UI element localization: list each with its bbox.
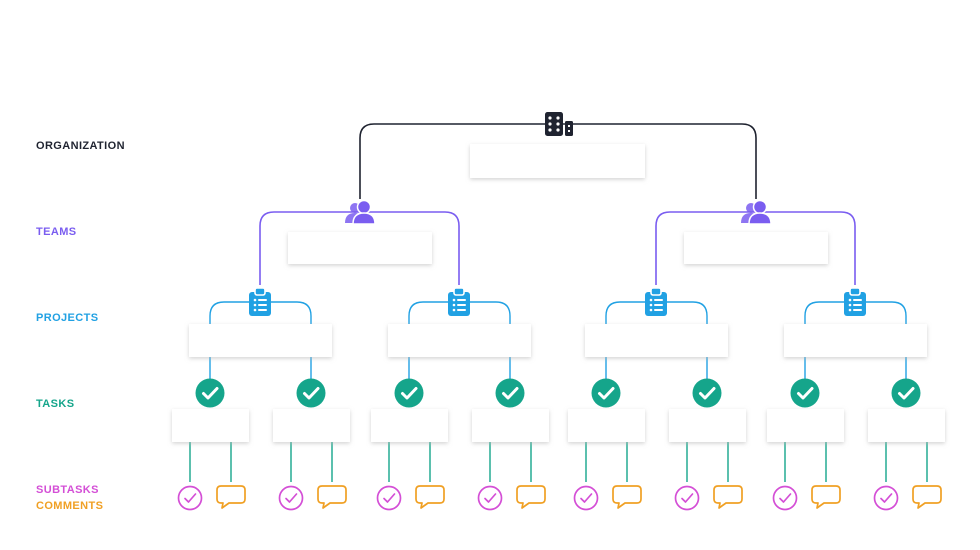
check-circle-icon — [296, 378, 326, 408]
clipboard-icon — [249, 287, 271, 316]
project-box — [189, 324, 332, 357]
level-label-organization: ORGANIZATION — [36, 140, 125, 152]
level-label-tasks: TASKS — [36, 398, 75, 410]
task-box — [767, 409, 844, 442]
clipboard-icon — [844, 287, 866, 316]
check-circle-icon — [891, 378, 921, 408]
task-box — [273, 409, 350, 442]
task-box — [172, 409, 249, 442]
check-outline-icon — [573, 485, 599, 511]
task-box — [568, 409, 645, 442]
check-outline-icon — [177, 485, 203, 511]
clipboard-icon — [645, 287, 667, 316]
project-box — [585, 324, 728, 357]
check-outline-icon — [873, 485, 899, 511]
project-box — [388, 324, 531, 357]
task-box — [669, 409, 746, 442]
check-outline-icon — [674, 485, 700, 511]
level-label-subtasks: SUBTASKS — [36, 484, 99, 496]
speech-bubble-icon — [912, 485, 942, 509]
check-circle-icon — [495, 378, 525, 408]
level-label-teams: TEAMS — [36, 226, 77, 238]
check-outline-icon — [376, 485, 402, 511]
level-label-projects: PROJECTS — [36, 312, 99, 324]
check-circle-icon — [195, 378, 225, 408]
speech-bubble-icon — [415, 485, 445, 509]
check-outline-icon — [477, 485, 503, 511]
level-label-comments: COMMENTS — [36, 500, 104, 512]
clipboard-icon — [448, 287, 470, 316]
check-outline-icon — [772, 485, 798, 511]
building-icon — [545, 112, 573, 136]
organization-box — [470, 144, 645, 178]
task-box — [472, 409, 549, 442]
check-circle-icon — [692, 378, 722, 408]
node-icons — [177, 112, 942, 511]
speech-bubble-icon — [516, 485, 546, 509]
people-icon — [345, 199, 376, 225]
check-circle-icon — [591, 378, 621, 408]
project-box — [784, 324, 927, 357]
speech-bubble-icon — [216, 485, 246, 509]
people-icon — [741, 199, 772, 225]
speech-bubble-icon — [713, 485, 743, 509]
check-outline-icon — [278, 485, 304, 511]
speech-bubble-icon — [317, 485, 347, 509]
task-box — [371, 409, 448, 442]
check-circle-icon — [394, 378, 424, 408]
team-box — [288, 232, 432, 264]
speech-bubble-icon — [612, 485, 642, 509]
team-box — [684, 232, 828, 264]
check-circle-icon — [790, 378, 820, 408]
task-box — [868, 409, 945, 442]
placeholder-boxes — [172, 144, 945, 442]
speech-bubble-icon — [811, 485, 841, 509]
